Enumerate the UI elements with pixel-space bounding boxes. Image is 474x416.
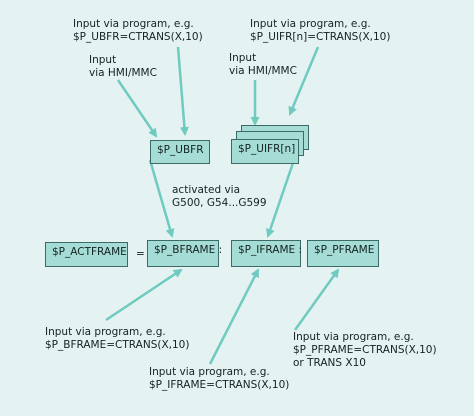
equals-sign: = xyxy=(136,248,145,260)
pframe-program-note-line-2: $P_PFRAME=CTRANS(X,10) xyxy=(293,344,437,356)
iframe-program-note: Input via program, e.g. $P_IFRAME=CTRANS… xyxy=(149,366,289,392)
iframe-program-note-line-2: $P_IFRAME=CTRANS(X,10) xyxy=(149,379,290,391)
bframe-box: $P_BFRAME : xyxy=(147,240,222,267)
pframe-box: $P_PFRAME xyxy=(307,240,379,267)
ubfr-box: $P_UBFR xyxy=(150,140,210,164)
ubfr-hmi-note-line-2: via HMI/MMC xyxy=(89,67,157,79)
bframe-program-note-line-2: $P_BFRAME=CTRANS(X,10) xyxy=(45,339,190,351)
uifr-program-note-line-1: Input via program, e.g. xyxy=(250,18,371,30)
arrow-uifr-program xyxy=(288,46,320,116)
arrow-iframe-program xyxy=(208,268,260,365)
activation-note-line-1: activated via xyxy=(172,184,241,196)
arrow-ubfr-program xyxy=(176,46,189,136)
arrow-bframe-program xyxy=(105,268,183,322)
uifr-hmi-note: Input via HMI/MMC xyxy=(229,52,297,78)
uifr-hmi-note-line-1: Input xyxy=(229,52,257,64)
uifr-program-note: Input via program, e.g. $P_UIFR[n]=CTRAN… xyxy=(250,18,390,44)
uifr-box: $P_UIFR[n] xyxy=(231,139,299,164)
uifr-hmi-note-line-2: via HMI/MMC xyxy=(229,65,297,77)
ubfr-program-note-line-1: Input via program, e.g. xyxy=(73,18,194,30)
arrow-ubfr-to-bframe xyxy=(148,159,175,238)
ubfr-program-note-line-2: $P_UBFR=CTRANS(X,10) xyxy=(73,31,203,43)
arrow-uifr-to-iframe xyxy=(266,159,296,238)
ubfr-hmi-note-line-1: Input xyxy=(89,54,117,66)
bframe-program-note: Input via program, e.g. $P_BFRAME=CTRANS… xyxy=(45,326,189,352)
bframe-program-note-line-1: Input via program, e.g. xyxy=(45,326,166,338)
activation-note-line-2: G500, G54...G599 xyxy=(172,197,267,209)
ubfr-program-note: Input via program, e.g. $P_UBFR=CTRANS(X… xyxy=(73,18,203,44)
pframe-program-note-line-1: Input via program, e.g. xyxy=(293,331,414,343)
ubfr-hmi-note: Input via HMI/MMC xyxy=(89,54,157,80)
iframe-box: $P_IFRAME : xyxy=(231,240,302,267)
uifr-program-note-line-2: $P_UIFR[n]=CTRANS(X,10) xyxy=(250,31,391,43)
actframe-box: $P_ACTFRAME xyxy=(45,242,128,267)
pframe-program-note-line-3: or TRANS X10 xyxy=(293,357,366,369)
activation-note: activated via G500, G54...G599 xyxy=(172,184,267,210)
pframe-program-note: Input via program, e.g. $P_PFRAME=CTRANS… xyxy=(293,331,437,370)
arrow-ubfr-hmi xyxy=(116,79,158,138)
arrow-pframe-program xyxy=(293,268,340,331)
iframe-program-note-line-1: Input via program, e.g. xyxy=(149,366,270,378)
